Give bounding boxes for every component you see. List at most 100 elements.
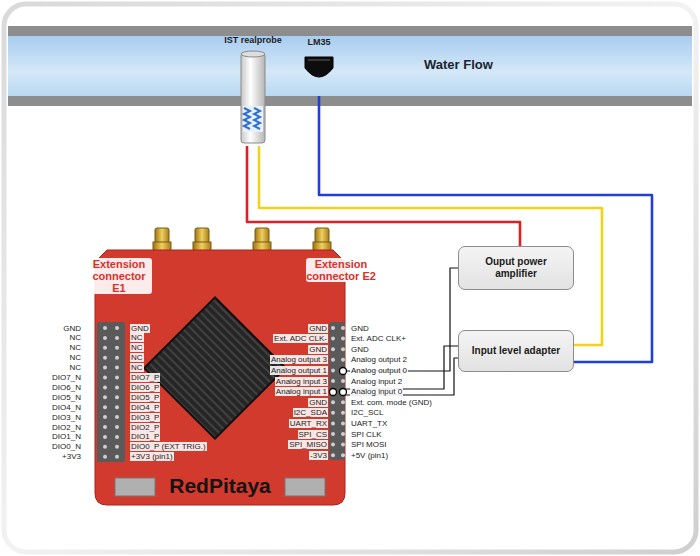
header-pin (331, 337, 335, 341)
pin-label: DIO7_P (130, 373, 160, 382)
pin-label: DIO0_N (51, 442, 82, 451)
frame (4, 4, 696, 552)
pipe-wall (8, 96, 692, 106)
probe-sensor (243, 106, 263, 132)
pin-label: UART_RX (289, 419, 328, 428)
probe-node: IST realprobe (240, 50, 266, 146)
header-pin (103, 445, 107, 449)
pin-label: DIO4_P (130, 403, 160, 412)
pin-label: +5V (pin1) (350, 451, 389, 460)
header-pin (103, 346, 107, 350)
pin-label: DIO5_N (51, 393, 82, 402)
pin-label: GND (62, 324, 82, 333)
board-port (115, 478, 155, 496)
header-pin (103, 366, 107, 370)
pin-label: +3V3 (pin1) (130, 452, 174, 461)
header-pin (103, 326, 107, 330)
header-pin (341, 453, 345, 457)
header-pin (331, 379, 335, 383)
header-pin (331, 326, 335, 330)
header-pin (103, 356, 107, 360)
pin-label: Analog output 0 (350, 366, 408, 375)
header-pin (115, 425, 119, 429)
pin-label: Ext. ADC CLK+ (350, 334, 407, 343)
pin-label: I2C_SCL (350, 408, 384, 417)
pin-label: I2C_SDA (293, 408, 328, 417)
pin-label: SPI_MISO (288, 440, 328, 449)
header-pin (115, 385, 119, 389)
heatsink (144, 297, 285, 438)
header-pins (103, 326, 345, 459)
header-pin (103, 405, 107, 409)
process-box: Input level adapter (458, 330, 574, 372)
pin-label: GND (308, 398, 328, 407)
header-pin (331, 347, 335, 351)
pin-label: GND (308, 324, 328, 333)
header-pin (115, 435, 119, 439)
pin-label: NC (130, 353, 144, 362)
header-pin (331, 358, 335, 362)
header-pin (331, 432, 335, 436)
process-box: Ouput power amplifier (458, 246, 574, 290)
header-pin (331, 443, 335, 447)
pipe-wall (8, 26, 692, 36)
pin-label: Ext. ADC CLK- (273, 334, 328, 343)
header-pin (331, 421, 335, 425)
pin-label: Analog input 0 (350, 387, 403, 396)
lm35-symbol (302, 52, 336, 86)
pin-label: SPI CLK (350, 430, 383, 439)
header-pin (103, 435, 107, 439)
probe-body (241, 53, 265, 143)
header-pin (331, 368, 335, 372)
pin-marker (340, 368, 347, 375)
header-pin (115, 366, 119, 370)
header-pin (115, 376, 119, 380)
wire (319, 86, 652, 362)
sensor-coil (244, 108, 250, 129)
pin-label: Analog output 2 (350, 355, 408, 364)
pin-label: DIO3_P (130, 413, 160, 422)
sensor-coil (254, 108, 260, 129)
pin-header (97, 322, 125, 462)
sma-connectors (153, 228, 331, 252)
header-pin (341, 443, 345, 447)
header-pin (341, 432, 345, 436)
header-pin (115, 405, 119, 409)
header-pin (103, 395, 107, 399)
header-pin (341, 421, 345, 425)
pin-label: NC (68, 343, 82, 352)
pin-label: DIO0_P (EXT TRIG.) (130, 442, 207, 451)
pin-label: Analog input 2 (350, 377, 403, 386)
header-pin (115, 455, 119, 459)
pin-marker (330, 389, 337, 396)
pin-label: DIO2_P (130, 423, 160, 432)
pin-marker (340, 389, 347, 396)
connector-label: Extension connector E2 (306, 258, 376, 282)
pin-label: GND (350, 324, 370, 333)
pin-label: UART_TX (350, 419, 388, 428)
pin-label: NC (130, 343, 144, 352)
header-pin (341, 326, 345, 330)
pin-label: SPI MOSI (350, 440, 388, 449)
pin-label: Analog input 1 (275, 387, 328, 396)
pin-label: -3V3 (309, 451, 328, 460)
node-text: Ouput power amplifier (465, 256, 567, 280)
lm35-body (305, 57, 333, 77)
header-pin (115, 395, 119, 399)
header-pin (115, 415, 119, 419)
pin-label: Analog output 1 (270, 366, 328, 375)
pin-label: Ext. com. mode (GND) (350, 398, 433, 407)
pin-label: +3V3 (61, 452, 82, 461)
node-text: IST realprobe (224, 35, 282, 45)
pin-label: GND (350, 345, 370, 354)
header-pin (341, 400, 345, 404)
header-pin (103, 385, 107, 389)
header-pin (103, 415, 107, 419)
pin-label: DIO6_P (130, 383, 160, 392)
pin-label: DIO3_N (51, 413, 82, 422)
pin-label: SPI_CS (298, 430, 328, 439)
pin-label: Analog output 3 (270, 355, 328, 364)
header-pin (103, 376, 107, 380)
header-pin (115, 346, 119, 350)
pin-label: GND (308, 345, 328, 354)
